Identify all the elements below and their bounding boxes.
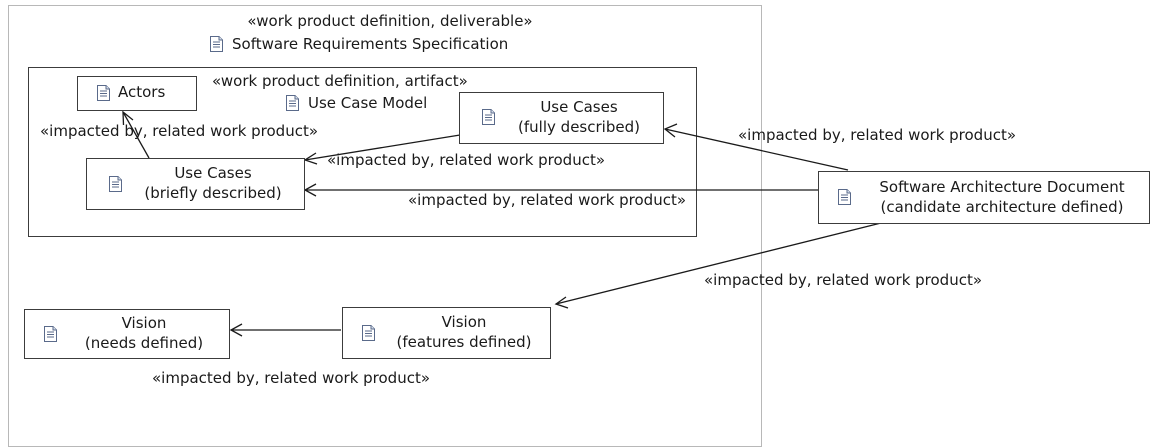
arrowhead xyxy=(303,152,318,165)
use-case-model-stereotype: «work product definition, artifact» xyxy=(212,72,468,90)
node-use-cases-full[interactable]: Use Cases (fully described) xyxy=(459,92,664,144)
edge-label-sad-to-vision: «impacted by, related work product» xyxy=(704,271,983,289)
document-icon xyxy=(97,85,110,101)
srs-stereotype: «work product definition, deliverable» xyxy=(247,12,533,30)
node-sad-line2: (candidate architecture defined) xyxy=(880,198,1124,216)
document-icon xyxy=(482,109,495,125)
node-vision-features-line1: Vision xyxy=(441,313,487,331)
edge-label-sad-to-brief: «impacted by, related work product» xyxy=(408,191,687,209)
arrowhead xyxy=(554,296,569,309)
node-vision-features[interactable]: Vision (features defined) xyxy=(342,307,551,359)
arrowhead xyxy=(303,183,317,197)
document-icon xyxy=(44,326,57,342)
node-use-cases-brief-line1: Use Cases xyxy=(174,164,252,182)
node-use-cases-brief[interactable]: Use Cases (briefly described) xyxy=(86,158,305,210)
node-actors[interactable]: Actors xyxy=(77,76,197,111)
node-vision-needs-line2: (needs defined) xyxy=(84,334,204,352)
node-actors-label: Actors xyxy=(118,83,166,101)
edge-full-to-brief xyxy=(304,134,461,161)
edge-label-brief-to-actors: «impacted by, related work product» xyxy=(40,122,319,140)
node-vision-needs-line1: Vision xyxy=(121,314,167,332)
use-case-model-title-text: Use Case Model xyxy=(308,94,428,112)
edge-brief-to-actors xyxy=(122,111,150,159)
node-use-cases-brief-line2: (briefly described) xyxy=(144,184,282,202)
edge-label-full-to-brief: «impacted by, related work product» xyxy=(327,151,606,169)
edge-label-sad-to-full: «impacted by, related work product» xyxy=(738,126,1017,144)
connectors xyxy=(122,110,882,337)
edge-sad-to-vision xyxy=(555,222,882,305)
document-icon xyxy=(109,176,122,192)
document-icon xyxy=(362,325,375,341)
node-software-architecture-document[interactable]: Software Architecture Document (candidat… xyxy=(818,171,1150,224)
edge-sad-to-full xyxy=(664,128,849,171)
arrowhead xyxy=(122,110,134,126)
document-icon xyxy=(838,189,851,205)
node-vision-needs[interactable]: Vision (needs defined) xyxy=(24,309,230,359)
edge-label-vision-features-to-needs: «impacted by, related work product» xyxy=(152,369,431,387)
node-vision-features-line2: (features defined) xyxy=(396,333,532,351)
use-case-model-package[interactable] xyxy=(28,67,697,237)
arrowhead xyxy=(663,123,678,138)
node-use-cases-full-line1: Use Cases xyxy=(540,98,618,116)
document-icon xyxy=(210,36,223,52)
node-use-cases-full-line2: (fully described) xyxy=(518,118,640,136)
arrowhead xyxy=(229,323,243,337)
document-icon xyxy=(286,95,299,111)
node-sad-line1: Software Architecture Document xyxy=(879,178,1125,196)
srs-title-text: Software Requirements Specification xyxy=(232,35,509,53)
